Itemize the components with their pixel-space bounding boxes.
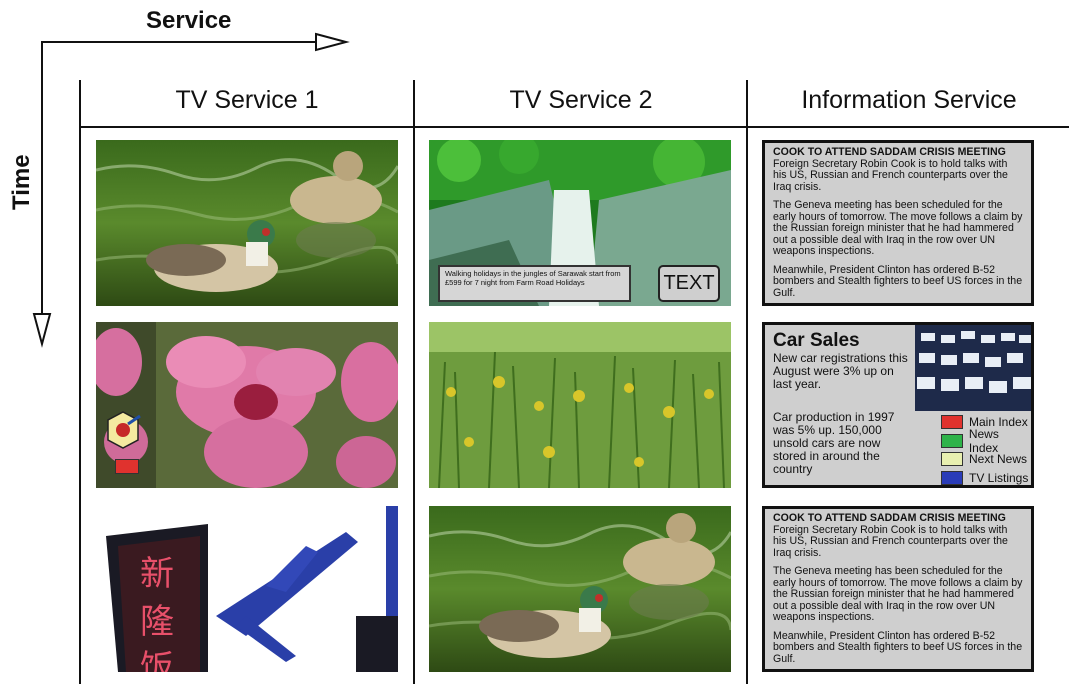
menu-item-label: TV Listings	[969, 470, 1029, 485]
tv1-ducks-image	[96, 140, 398, 306]
column-header-tv1: TV Service 1	[175, 86, 319, 114]
news-paragraph: Meanwhile, President Clinton has ordered…	[773, 629, 1023, 665]
menu-item-label: Next News	[969, 452, 1028, 467]
car-sales-para2: Car production in 1997 was 5% up. 150,00…	[773, 410, 895, 476]
menu-item-tv-listings[interactable]: TV Listings	[941, 469, 1031, 486]
news-paragraph: Foreign Secretary Robin Cook is to hold …	[773, 523, 1008, 559]
column-header-info: Information Service	[801, 86, 1017, 114]
car-sales-page: Car Sales New car registrations this Aug…	[762, 322, 1034, 488]
grid-line-left	[79, 80, 81, 684]
tv1-orchid-image	[96, 322, 398, 488]
service-axis-arrow	[41, 32, 350, 56]
news-paragraph: The Geneva meeting has been scheduled fo…	[773, 565, 1023, 623]
sign-char: 隆	[140, 602, 174, 642]
car-sales-title: Car Sales	[773, 330, 860, 351]
car-sales-para1: New car registrations this August were 3…	[773, 351, 908, 391]
sign-char: 新	[140, 554, 174, 594]
interactive-icon[interactable]	[104, 410, 142, 450]
menu-item-main-index[interactable]: Main Index	[941, 413, 1031, 432]
menu-item-label: News Index	[968, 426, 999, 455]
column-header-tv2: TV Service 2	[509, 86, 653, 114]
news-page-1: COOK TO ATTEND SADDAM CRISIS MEETING For…	[762, 140, 1034, 306]
news-paragraph: The Geneva meeting has been scheduled fo…	[773, 199, 1023, 257]
news-paragraph: Meanwhile, President Clinton has ordered…	[773, 263, 1023, 299]
news-paragraph: Foreign Secretary Robin Cook is to hold …	[773, 157, 1008, 193]
news-page-2: COOK TO ATTEND SADDAM CRISIS MEETING For…	[762, 506, 1034, 672]
news-headline: COOK TO ATTEND SADDAM CRISIS MEETING	[773, 146, 1006, 158]
advert-ticker: Walking holidays in the jungles of Saraw…	[438, 265, 631, 302]
teletext-menu: Main Index News Index Next News TV Listi…	[941, 413, 1031, 486]
tv2-ducks-image	[429, 506, 731, 672]
menu-item-label: Main Index	[969, 415, 1028, 430]
red-key-swatch	[941, 415, 963, 430]
sign-char: 饭	[140, 648, 174, 672]
yellow-key-swatch	[941, 452, 963, 467]
time-axis-arrow	[32, 42, 52, 348]
news-headline: COOK TO ATTEND SADDAM CRISIS MEETING	[773, 512, 1006, 524]
menu-item-news-index[interactable]: News Index	[941, 427, 1031, 455]
tv2-grass-image	[429, 322, 731, 488]
grid-line-mid1	[413, 80, 415, 684]
text-button[interactable]: TEXT	[658, 265, 720, 302]
red-key-indicator[interactable]	[115, 459, 139, 474]
grid-line-mid2	[746, 80, 748, 684]
header-divider	[80, 126, 1069, 128]
green-key-swatch	[941, 433, 963, 448]
menu-item-next-news[interactable]: Next News	[941, 450, 1031, 469]
tv1-plane-sign-image	[96, 506, 398, 672]
blue-key-swatch	[941, 470, 963, 485]
car-park-image	[915, 325, 1031, 411]
service-axis-label: Service	[146, 7, 232, 34]
